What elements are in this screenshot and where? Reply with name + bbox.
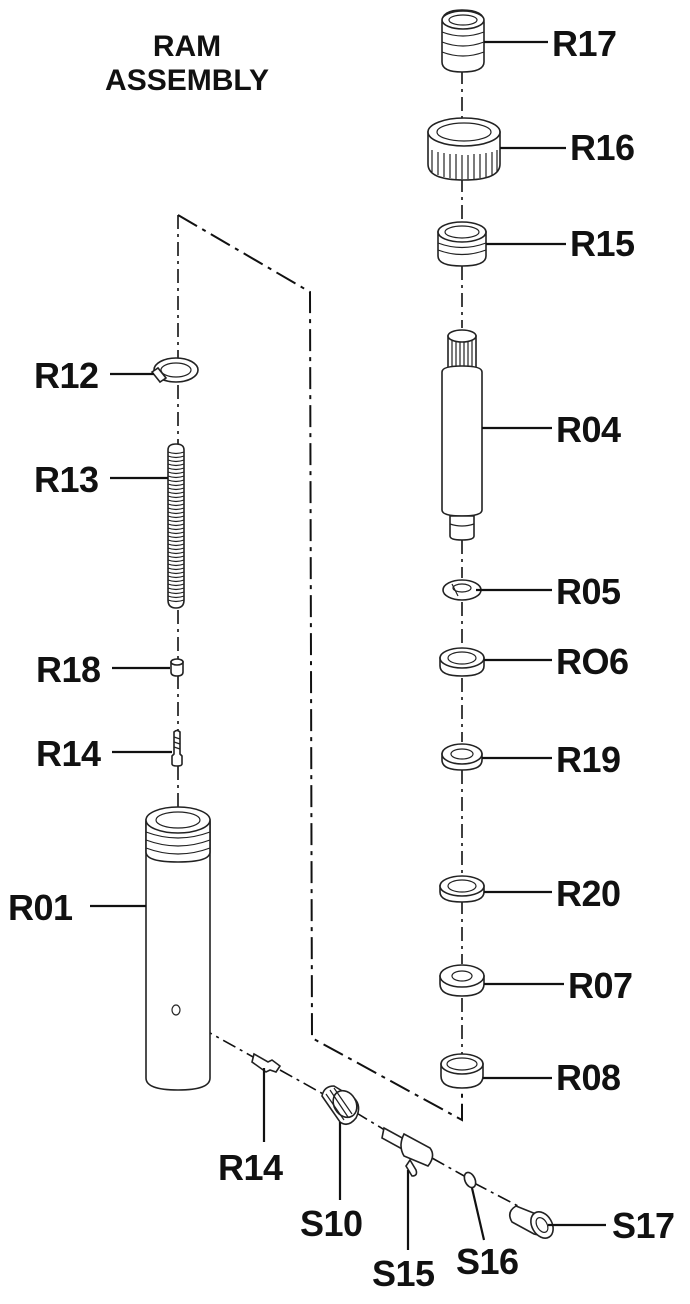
part-r12-snap-ring bbox=[150, 357, 199, 384]
label-r14-side: R14 bbox=[218, 1147, 283, 1188]
title-line-2: ASSEMBLY bbox=[105, 64, 269, 97]
label-r13: R13 bbox=[34, 459, 99, 500]
label-r07: R07 bbox=[568, 965, 633, 1006]
label-s16: S16 bbox=[456, 1241, 519, 1282]
part-r08-cup bbox=[440, 1053, 484, 1089]
label-r06: RO6 bbox=[556, 641, 629, 682]
side-axis-s16-s17 bbox=[473, 1182, 521, 1208]
part-r06-seal bbox=[439, 647, 485, 677]
side-axis-s10-s15 bbox=[354, 1111, 389, 1133]
label-r01: R01 bbox=[8, 887, 73, 928]
label-r08: R08 bbox=[556, 1057, 621, 1098]
label-s10: S10 bbox=[300, 1203, 363, 1244]
label-r20: R20 bbox=[556, 873, 621, 914]
title-line-1: RAM bbox=[152, 30, 222, 63]
part-r14-screw-side bbox=[251, 1052, 282, 1073]
diagram-title: RAM ASSEMBLY bbox=[82, 30, 292, 98]
label-r15: R15 bbox=[570, 223, 635, 264]
side-axis-r01-r14 bbox=[175, 1013, 256, 1059]
part-r17-threaded-cap bbox=[441, 9, 485, 73]
part-r15-bushing bbox=[437, 221, 487, 267]
label-r12: R12 bbox=[34, 355, 99, 396]
part-r04-ram-shaft bbox=[441, 329, 483, 541]
part-r16-knurled-nut bbox=[427, 117, 501, 181]
part-s15-valve bbox=[381, 1126, 434, 1177]
label-s17: S17 bbox=[612, 1205, 675, 1246]
part-s16-o-ring bbox=[463, 1171, 477, 1189]
side-axis-s15-s16 bbox=[431, 1157, 467, 1178]
label-r14-vertical: R14 bbox=[36, 733, 101, 774]
part-r14-screw-vertical bbox=[171, 729, 183, 767]
part-r13-spring bbox=[167, 443, 185, 609]
label-r16: R16 bbox=[570, 127, 635, 168]
part-r07-washer bbox=[439, 964, 485, 997]
leader-lines bbox=[90, 40, 606, 1250]
label-r19: R19 bbox=[556, 739, 621, 780]
part-r19-washer bbox=[441, 743, 483, 771]
part-r18-nut bbox=[170, 658, 184, 677]
side-axis-r14-s10 bbox=[279, 1069, 326, 1096]
part-r05-lock-washer bbox=[442, 579, 482, 601]
part-s10-nut bbox=[321, 1085, 360, 1126]
part-r20-seal bbox=[439, 875, 485, 903]
label-r05: R05 bbox=[556, 571, 621, 612]
label-r17: R17 bbox=[552, 23, 617, 64]
part-s17-plug bbox=[508, 1205, 554, 1239]
label-r04: R04 bbox=[556, 409, 621, 450]
label-r18: R18 bbox=[36, 649, 101, 690]
assembly-path-line bbox=[177, 214, 463, 1122]
part-r01-cylinder bbox=[145, 806, 211, 1091]
label-s15: S15 bbox=[372, 1253, 435, 1294]
